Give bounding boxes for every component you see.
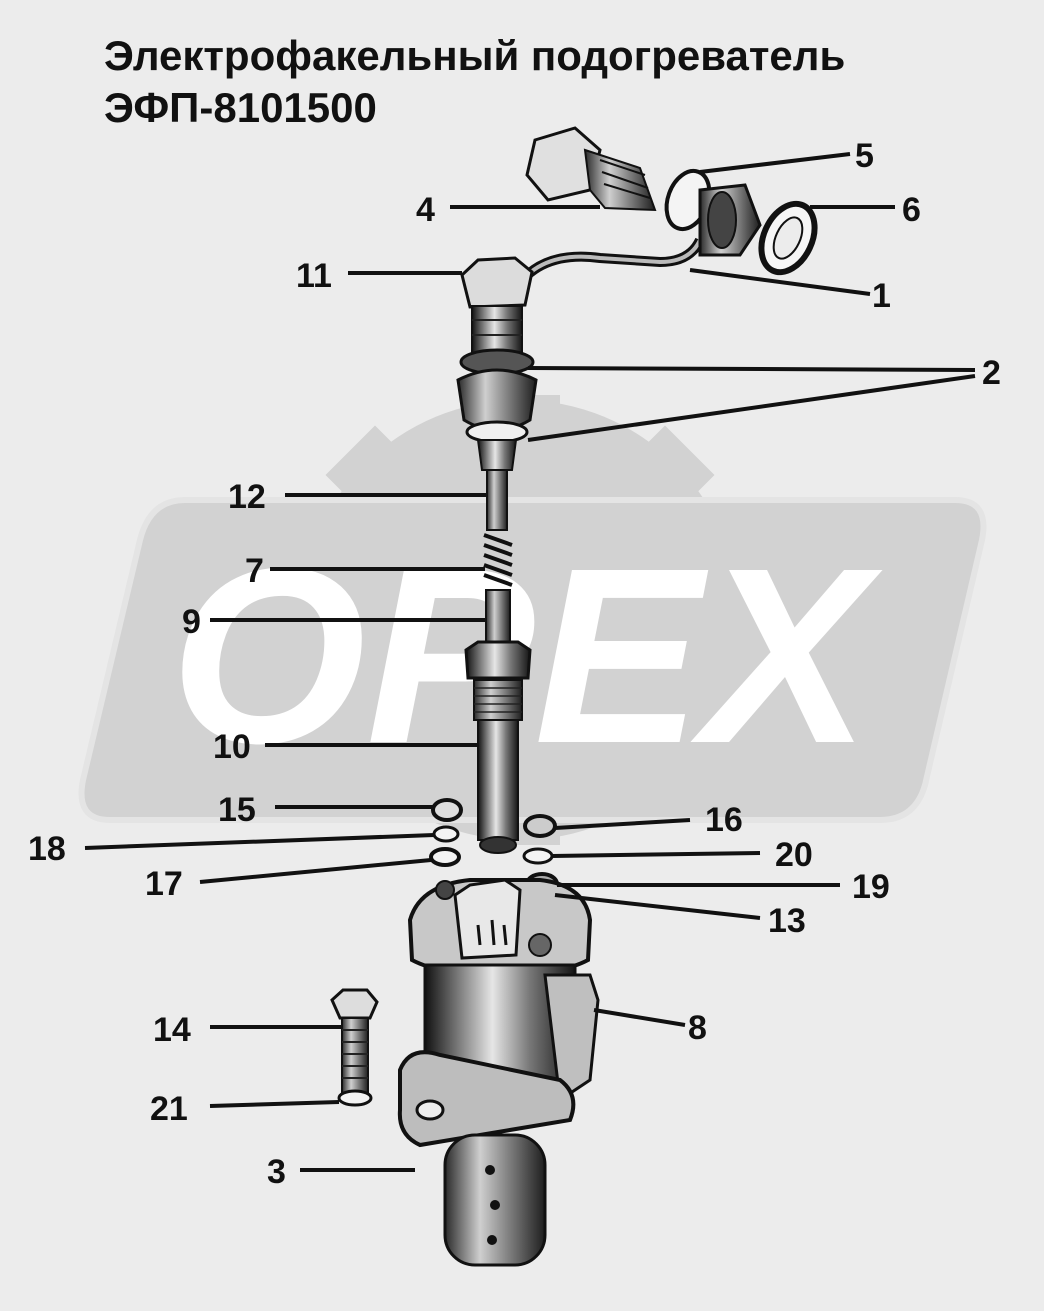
leader-16 [554,818,691,830]
part-3-housing [397,878,600,1267]
part-1-fuel-pipe [510,183,762,293]
leader-18 [84,833,435,850]
callout-2: 2 [982,354,1001,392]
leader-17 [199,858,432,884]
callout-7: 7 [245,552,264,590]
callout-10: 10 [213,728,251,766]
callout-20: 20 [775,836,813,874]
watermark-logo: OPEX [78,395,987,845]
leader-5 [699,152,851,174]
leader-2a [527,366,976,372]
callout-1: 1 [872,277,891,315]
part-16-nut [523,814,557,838]
callout-11: 11 [296,257,332,295]
watermark-plate [78,497,987,823]
leader-20 [551,851,761,858]
title-line-2: ЭФП-8101500 [104,84,377,131]
callout-19: 19 [852,868,890,906]
callout-8: 8 [688,1009,707,1047]
leader-lines [84,152,976,1172]
callout-17: 17 [145,865,183,903]
title-line-1: Электрофакельный подогреватель [104,32,846,79]
callout-4: 4 [416,191,435,229]
callout-3: 3 [267,1153,286,1191]
part-4-fitting-bolt [525,126,657,212]
leader-21 [209,1100,340,1108]
part-17-washer [429,847,461,867]
leader-2b [527,374,976,442]
callout-5: 5 [855,137,874,175]
callout-9: 9 [182,603,201,641]
part-9-10-glow-plug [464,589,532,854]
callout-15: 15 [218,791,256,829]
part-15-nut [431,798,463,822]
callout-14: 14 [153,1011,191,1049]
callout-18: 18 [28,830,66,868]
part-6-washer [758,200,818,276]
diagram-title: Электрофакельный подогреватель ЭФП-81015… [104,30,845,134]
part-20-washer [522,847,554,865]
part-18-washer [432,825,460,843]
leader-13 [554,893,761,920]
callout-16: 16 [705,801,743,839]
callout-labels: 1 2 3 4 5 6 7 8 9 10 11 12 13 14 15 16 1… [28,137,1001,1191]
callout-12: 12 [228,478,266,516]
leader-1 [689,268,871,296]
part-2-union-gaskets [456,348,538,471]
part-12-rod [486,469,508,531]
part-14-21-bolt [330,988,379,1107]
callout-21: 21 [150,1090,188,1128]
part-11-nut [460,256,534,357]
callout-6: 6 [902,191,921,229]
callout-13: 13 [768,902,806,940]
part-7-spring [483,533,513,587]
leader-8 [593,1008,686,1027]
